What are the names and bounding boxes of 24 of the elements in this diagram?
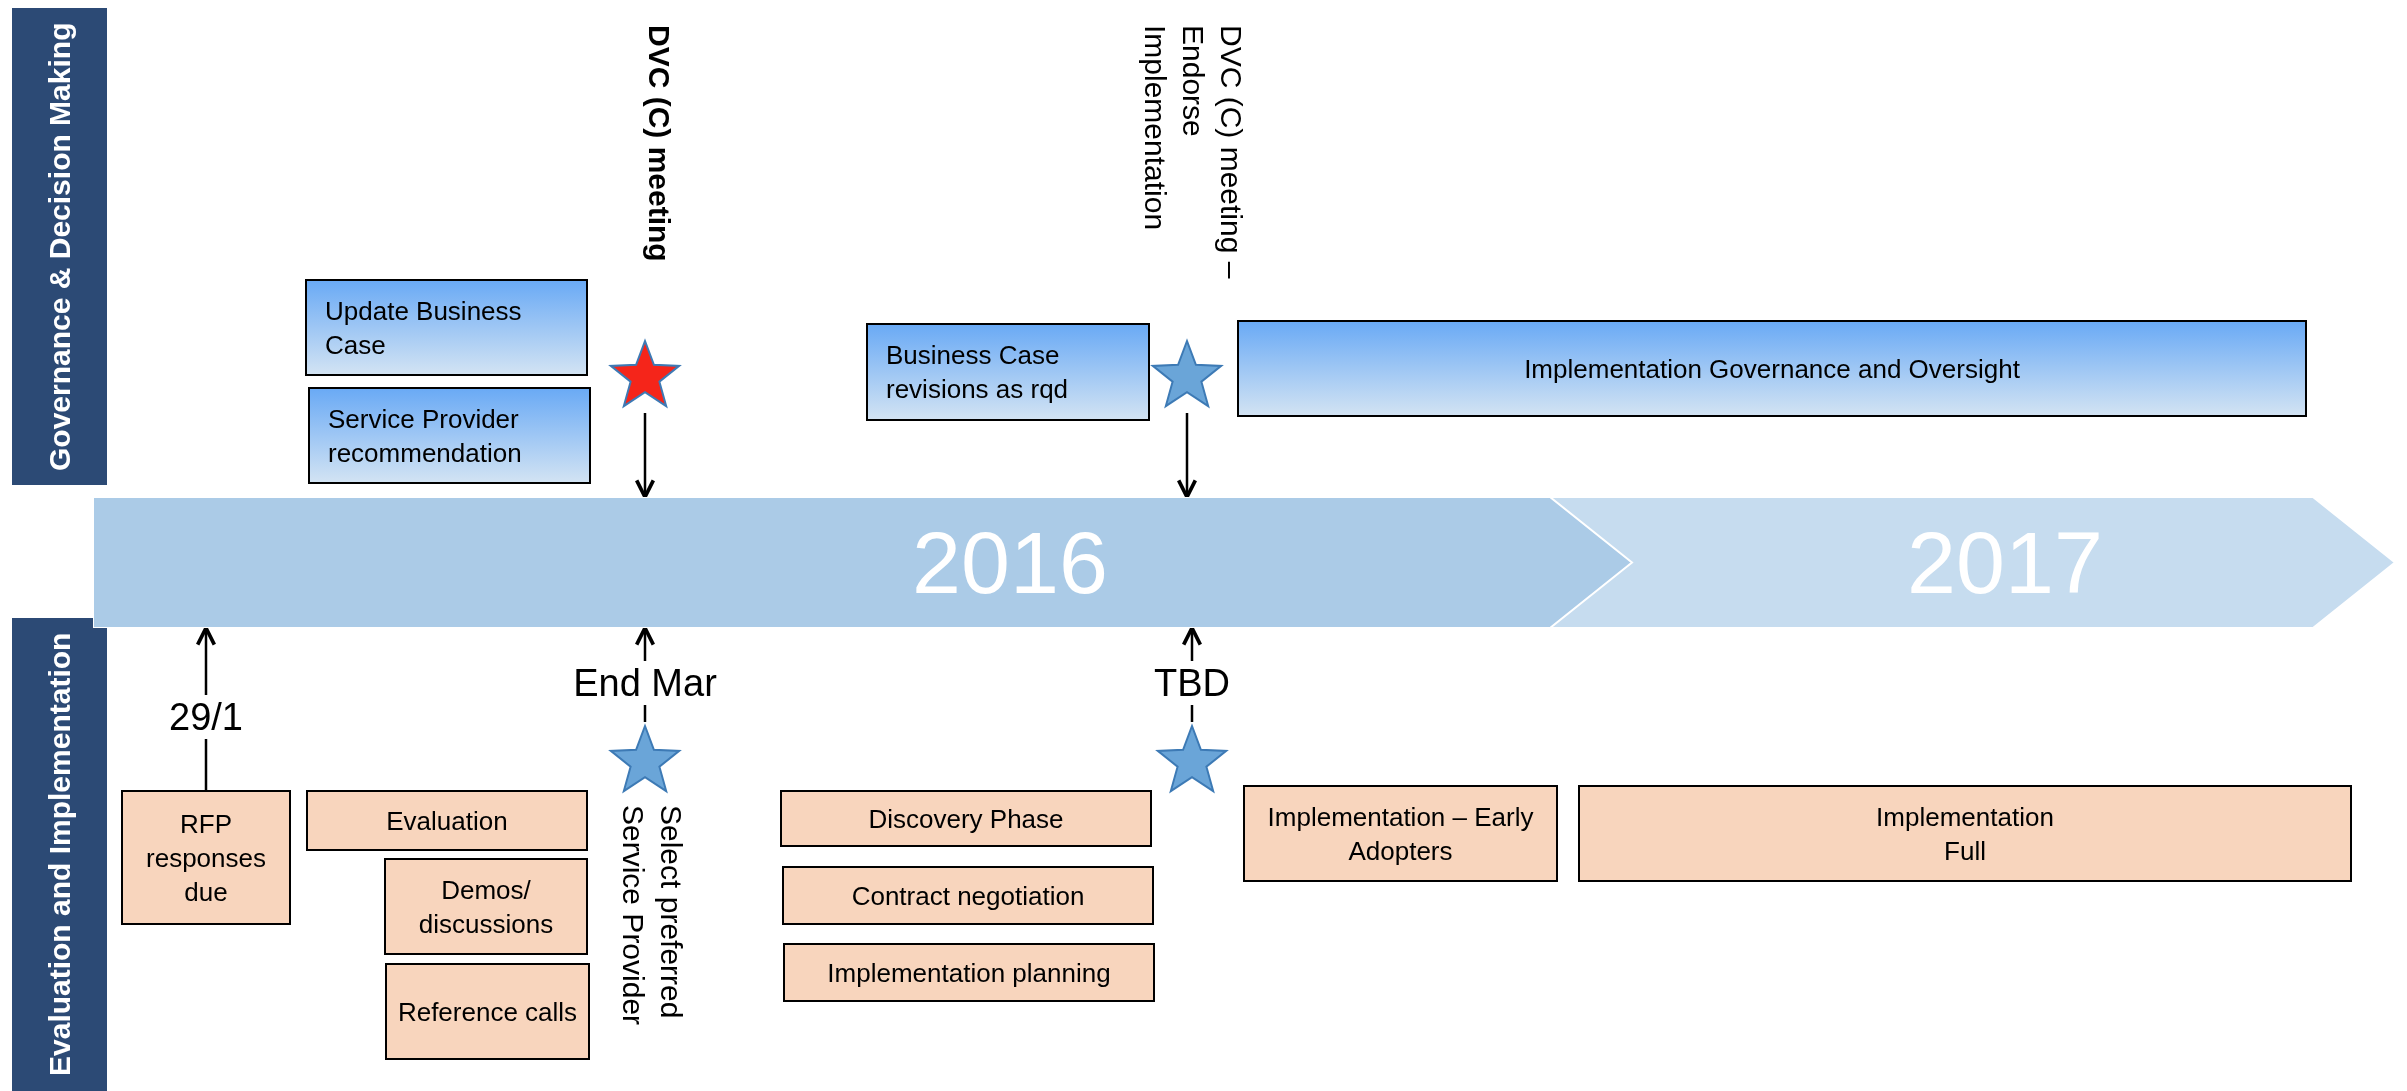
milestone-note: Select preferred Service Provider xyxy=(616,805,689,1028)
task-card: Implementation planning xyxy=(783,943,1155,1002)
section-band: Governance & Decision Making xyxy=(12,8,107,485)
milestone-note: DVC (C) meeting – Endorse Implementation xyxy=(1138,25,1249,281)
task-card: Service Provider recommendation xyxy=(308,387,591,484)
year-label: 2017 xyxy=(1907,512,2103,613)
task-card: Implementation – Early Adopters xyxy=(1243,785,1558,882)
task-card: Contract negotiation xyxy=(782,866,1154,925)
task-card: Demos/ discussions xyxy=(384,858,588,955)
year-band xyxy=(93,497,1633,628)
year-label: 2016 xyxy=(912,512,1108,613)
task-card: RFP responses due xyxy=(121,790,291,925)
year-band xyxy=(1550,497,2395,628)
section-band: Evaluation and Implementation xyxy=(12,618,107,1091)
task-card: Discovery Phase xyxy=(780,790,1152,847)
milestone-note: DVC (C) meeting xyxy=(642,25,677,264)
arrow xyxy=(634,413,656,499)
task-card: Business Case revisions as rqd xyxy=(866,323,1150,421)
task-card: Update Business Case xyxy=(305,279,588,376)
task-card: Reference calls xyxy=(385,963,590,1060)
task-card: Evaluation xyxy=(306,790,588,851)
task-card: Implementation Full xyxy=(1578,785,2352,882)
task-card: Implementation Governance and Oversight xyxy=(1237,320,2307,417)
arrow xyxy=(1176,413,1198,499)
